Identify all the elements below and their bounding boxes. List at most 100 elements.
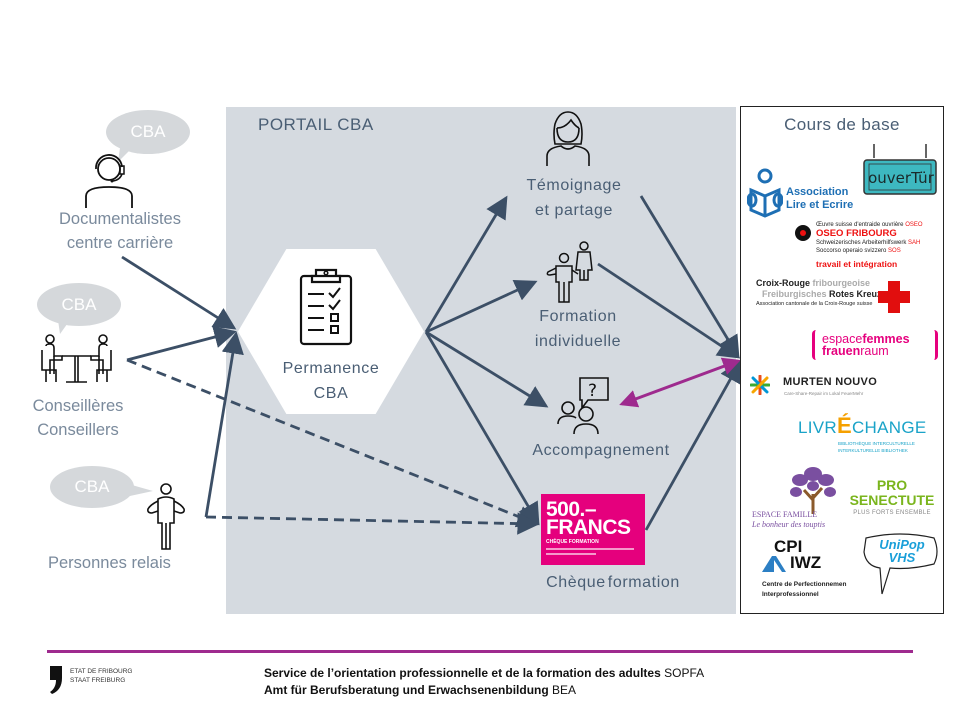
cr-text: Croix-Rouge bbox=[756, 278, 810, 288]
bubble-tail bbox=[125, 483, 153, 497]
cheque-fineprint bbox=[546, 553, 596, 555]
pro-senectute-logo: PRO SENECTUTE PLUS FORTS ENSEMBLE bbox=[846, 478, 938, 518]
unipop-logo: UniPop VHS bbox=[878, 538, 926, 564]
murten-nouvo-logo: MURTEN NOUVO bbox=[783, 376, 878, 388]
state-line1: ETAT DE FRIBOURG bbox=[70, 668, 133, 675]
bubble-tail bbox=[118, 148, 132, 162]
permanence-label-line1: Permanence bbox=[282, 360, 380, 377]
oseo-tag: SAH bbox=[908, 240, 921, 246]
clipboard-checklist-icon bbox=[299, 268, 353, 346]
family-tree-icon bbox=[790, 467, 836, 514]
oseo-tagline: travail et intégration bbox=[816, 259, 898, 269]
oseo-line4: Soccorso operaio svizzero bbox=[816, 248, 887, 254]
service-line2: individuelle bbox=[534, 333, 622, 350]
actor-label-documentalistes: Documentalistes centre carrière bbox=[30, 207, 210, 255]
cours-de-base-title: Cours de base bbox=[784, 115, 900, 134]
oseo-line3: Schweizerisches Arbeiterhilfswerk bbox=[816, 240, 907, 246]
headset-person-icon bbox=[85, 154, 133, 208]
dashed-conseillers-to-cheque bbox=[126, 358, 540, 528]
cr-text: Rotes Kreuz bbox=[829, 289, 882, 299]
murten-nouvo-sub: Care-Share-Repair im Lokal FeuerMehr bbox=[784, 391, 864, 396]
famille-line2: Le bonheur des touptis bbox=[752, 520, 826, 529]
bubble-tail bbox=[58, 320, 70, 334]
arrow-to-temoignage bbox=[424, 195, 508, 333]
oseo-logo: Œuvre suisse d'entraide ouvrière OSEO OS… bbox=[816, 221, 923, 269]
bubble-text: CBA bbox=[130, 122, 166, 141]
actor-line2: Conseillers bbox=[37, 421, 119, 439]
cr-text: fribourgeoise bbox=[812, 278, 871, 288]
portal-title: PORTAIL CBA bbox=[258, 115, 374, 134]
dashed-relais-to-cheque bbox=[205, 512, 540, 535]
footer-line2: Amt für Berufsberatung und Erwachsenenbi… bbox=[264, 683, 549, 697]
person-shrug-icon bbox=[147, 483, 185, 550]
service-label-accompagnement: Accompagnement bbox=[508, 438, 694, 463]
teacher-student-icon bbox=[546, 241, 593, 303]
lc-sub2: INTERKULTURELLE BIBLIOTHEK bbox=[838, 448, 908, 453]
service-label-formation: Formation individuelle bbox=[510, 304, 646, 354]
fribourg-comma-logo-icon bbox=[50, 666, 62, 694]
cheque-formation-image: 500.– FRANCS CHÈQUE FORMATION bbox=[541, 494, 645, 565]
ouvertur-logo: ouverTür bbox=[868, 169, 934, 187]
woman-icon bbox=[546, 111, 590, 166]
arrow-temoignage-to-cours bbox=[639, 195, 740, 359]
espace-famille-logo: ESPACE FAMILLE Le bonheur des touptis bbox=[752, 510, 825, 530]
cr-text: Association cantonale de la Croix-Rouge … bbox=[756, 301, 873, 307]
bubble-text: CBA bbox=[74, 477, 110, 496]
people-question-icon: ? bbox=[557, 377, 609, 435]
svg-text:?: ? bbox=[588, 381, 597, 401]
service-line1: Témoignage bbox=[526, 177, 622, 194]
lire-line2: Lire et Ecrire bbox=[786, 199, 854, 211]
meeting-table-icon bbox=[41, 334, 112, 383]
ps-line3: PLUS FORTS ENSEMBLE bbox=[853, 510, 931, 516]
footer-line1: Service de l’orientation professionnelle… bbox=[264, 666, 661, 680]
service-label-temoignage: Témoignage et partage bbox=[506, 173, 642, 223]
cr-text: Freiburgisches bbox=[762, 289, 827, 299]
arrow-conseillers-to-permanence bbox=[126, 326, 237, 362]
oseo-spiral-icon bbox=[795, 225, 811, 241]
cheque-currency: FRANCS bbox=[546, 516, 631, 539]
service-line1: Formation bbox=[539, 308, 617, 325]
lc-sub1: BIBLIOTHÈQUE INTERCULTURELLE bbox=[838, 441, 915, 446]
actor-label-conseillers: Conseillères Conseillers bbox=[0, 394, 156, 442]
arrow-relais-to-permanence bbox=[204, 331, 244, 518]
ef-text: raum bbox=[860, 344, 889, 358]
actor-label-relais: Personnes relais bbox=[48, 551, 228, 575]
speech-bubble-cba-3: CBA bbox=[50, 466, 134, 508]
livrechange-logo: LIVRÉCHANGE bbox=[798, 413, 927, 439]
famille-line1: ESPACE FAMILLE bbox=[752, 510, 818, 519]
oseo-name: OSEO FRIBOURG bbox=[816, 228, 897, 239]
cpi-subtext: Centre de Perfectionnemen Interprofessio… bbox=[762, 580, 847, 600]
lc-text: CHANGE bbox=[851, 418, 927, 437]
unipop-bubble-icon bbox=[863, 533, 938, 595]
permanence-label-line2: CBA bbox=[313, 385, 349, 402]
unipop-line2: VHS bbox=[888, 550, 916, 565]
state-line2: STAAT FREIBURG bbox=[70, 677, 126, 684]
arrow-formation-to-cours bbox=[597, 262, 741, 359]
speech-bubble-cba-2: CBA bbox=[37, 283, 121, 326]
cpi-line4: Interprofessionnel bbox=[762, 591, 819, 598]
ef-text: femmes bbox=[862, 332, 910, 346]
footer-tag1: SOPFA bbox=[664, 666, 705, 680]
oseo-tag: SOS bbox=[888, 248, 901, 254]
iwz-logo: IWZ bbox=[790, 553, 822, 572]
ps-line2: SENECTUTE bbox=[849, 492, 935, 508]
footer-divider bbox=[47, 650, 913, 653]
cpi-logo: CPI bbox=[774, 537, 803, 556]
ps-line1: PRO bbox=[876, 477, 908, 493]
arrow-documentalistes-to-permanence bbox=[121, 255, 237, 330]
unipop-line1: UniPop bbox=[879, 537, 925, 552]
arrow-accompagnement-cours-bidirectional bbox=[619, 357, 741, 408]
service-label-cheque: Chèque formation bbox=[520, 570, 706, 595]
footer-service-text: Service de l’orientation professionnelle… bbox=[264, 665, 704, 699]
service-line1: Chèque formation bbox=[546, 574, 680, 591]
croix-rouge-logo: Croix-Rouge fribourgeoise Freiburgisches… bbox=[756, 278, 882, 309]
ef-text: espace bbox=[822, 332, 863, 346]
permanence-label: Permanence CBA bbox=[258, 356, 404, 406]
actor-line1: Conseillères bbox=[32, 397, 124, 415]
service-line2: et partage bbox=[534, 202, 614, 219]
service-line1: Accompagnement bbox=[532, 442, 670, 459]
livrechange-sub: BIBLIOTHÈQUE INTERCULTURELLE INTERKULTUR… bbox=[838, 440, 915, 454]
ouvertur-sign-icon bbox=[863, 144, 937, 195]
lire-ecrire-logo-icon bbox=[747, 168, 783, 218]
